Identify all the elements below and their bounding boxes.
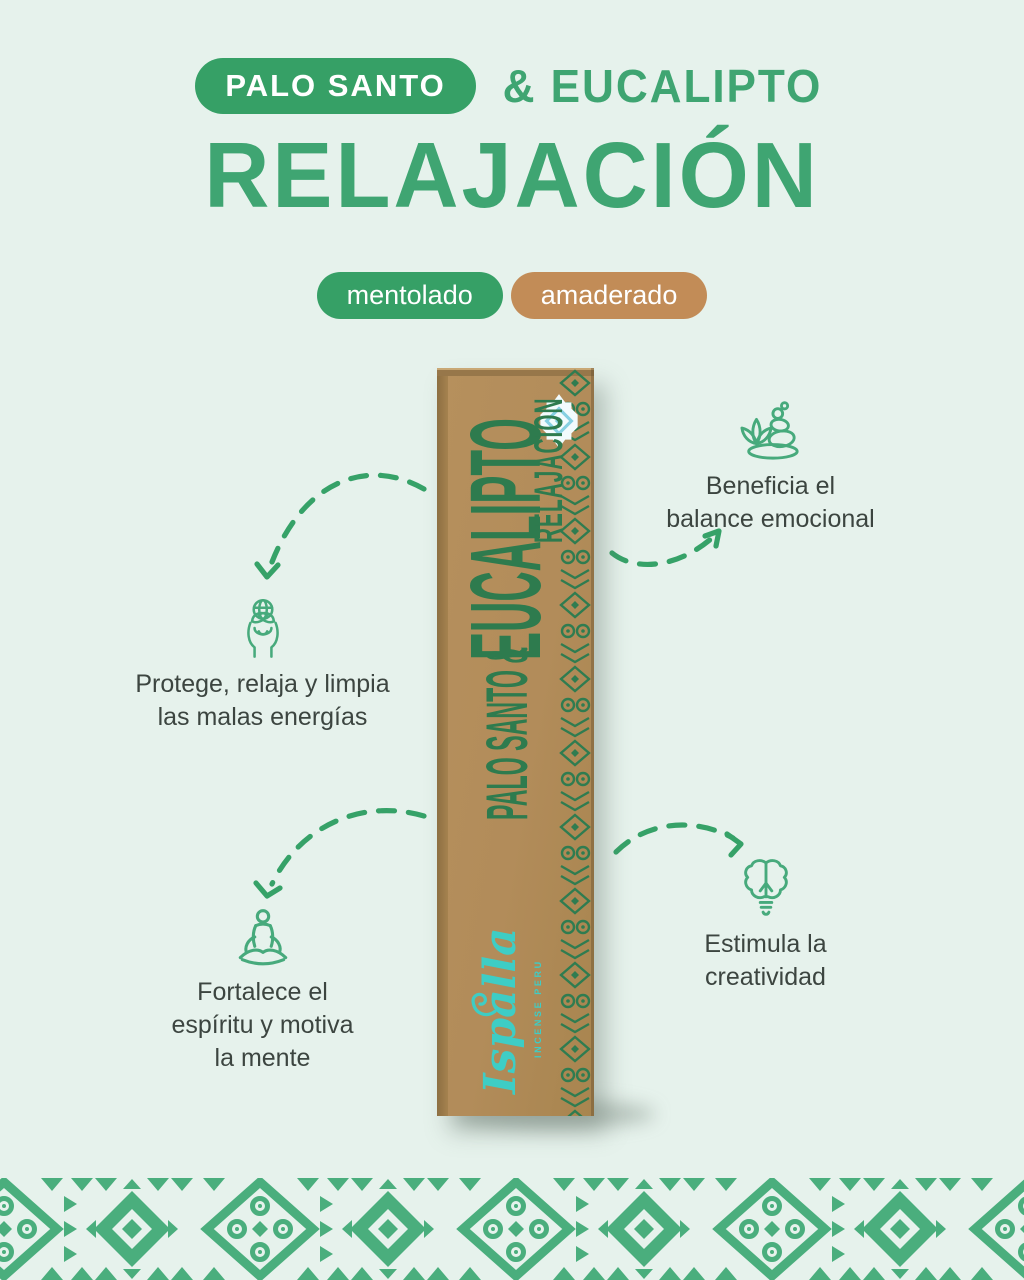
product-box: PALO SANTO & EUCALIPTO RELAJACION Ispall… — [437, 368, 594, 1116]
chakana-icon — [540, 394, 578, 448]
box-brand-sub: RELAJACION — [527, 397, 571, 543]
logo-wordmark: Ispalla — [475, 927, 526, 1094]
box-top-edge — [437, 368, 594, 376]
meditation-icon — [238, 909, 287, 966]
dashed-arrow-top-right — [609, 528, 722, 567]
logo-subtext: INCENSE PERU — [533, 959, 543, 1058]
box-pattern-strip — [556, 368, 594, 1116]
box-side-edge — [437, 368, 448, 1116]
box-brand-prefix: PALO SANTO & — [475, 646, 540, 820]
andean-border-pattern — [0, 1178, 1024, 1280]
header: PALO SANTO & EUCALIPTO — [0, 58, 1024, 114]
benefit-spirit: Fortalece el espíritu y motiva la mente — [135, 908, 390, 1075]
palo-santo-pill: PALO SANTO — [195, 58, 476, 114]
dashed-arrow-bottom-right — [613, 822, 744, 858]
box-right-edge — [591, 368, 594, 1116]
brain-bulb-icon — [743, 859, 788, 916]
benefit-protect: Protege, relaja y limpia las malas energ… — [105, 596, 420, 734]
benefit-protect-text: Protege, relaja y limpia las malas energ… — [135, 670, 390, 731]
benefit-balance-text: Beneficia el balance emocional — [666, 472, 875, 533]
ispalla-logo: Ispalla INCENSE PERU — [471, 927, 553, 1094]
hand-plant-icon — [246, 598, 279, 658]
box-brand-text: PALO SANTO & EUCALIPTO RELAJACION — [450, 390, 571, 820]
scent-tag-mentolado: mentolado — [316, 272, 503, 319]
smoke-icon — [471, 992, 497, 1017]
scent-tag-amaderado: amaderado — [510, 272, 708, 319]
dashed-arrow-bottom-left — [253, 807, 427, 899]
benefit-creativity: Estimula la creatividad — [638, 856, 893, 994]
benefit-balance: Beneficia el balance emocional — [628, 400, 913, 536]
scent-tags: mentolado amaderado — [0, 272, 1024, 319]
benefit-creativity-text: Estimula la creatividad — [704, 930, 827, 991]
benefit-spirit-text: Fortalece el espíritu y motiva la mente — [171, 978, 354, 1072]
dashed-arrow-top-left — [254, 472, 427, 580]
zen-stones-icon — [739, 401, 799, 460]
eucalipto-label: & EUCALIPTO — [502, 60, 822, 112]
relajacion-title: RELAJACIÓN — [204, 123, 820, 227]
